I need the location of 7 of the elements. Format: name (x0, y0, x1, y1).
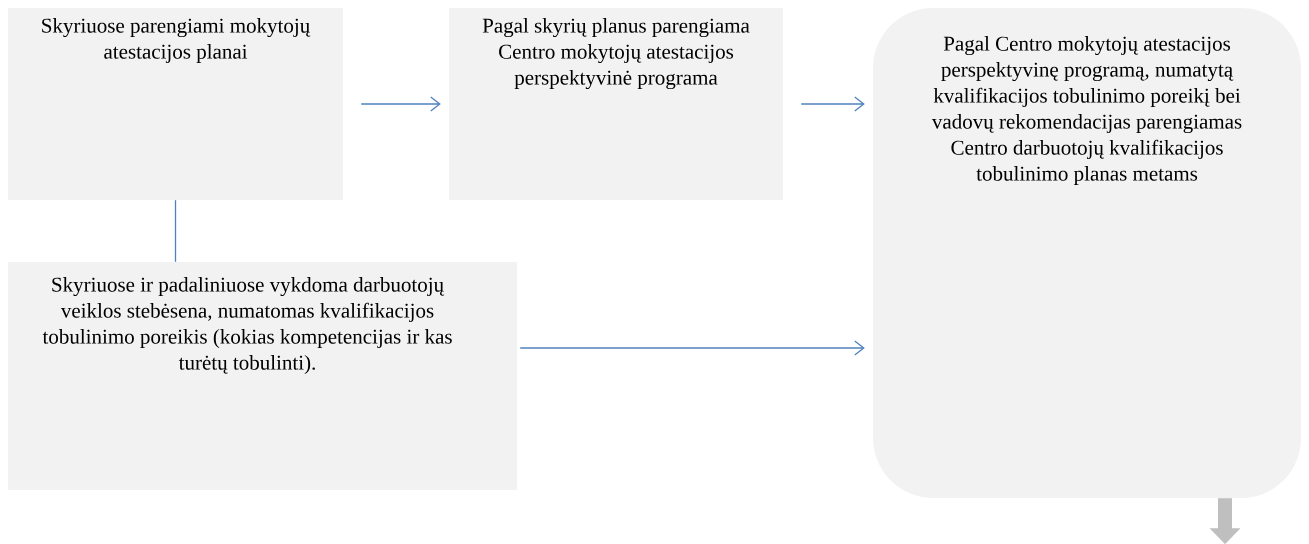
arrow (519, 340, 865, 356)
process-box: Pagal skyrių planus parengiama Centro mokytojų atestacijos perspektyvinė programa (449, 8, 783, 200)
process-box: Skyriuose parengiami mokytojų atestacijos planai (8, 8, 343, 200)
arrow (360, 96, 441, 112)
rounded-process-box: Pagal Centro mokytojų atestacijos perspektyvinę programą, numatytą kvalifikacijos tobulinimo poreikį bei vadovų rekomendacijas parengiamas Centro darbuotojų kvalifikacijos tobulinimo planas metams (873, 8, 1301, 498)
process-box: Skyriuose ir padaliniuose vykdoma darbuotojų veiklos stebėsena, numatomas kvalifikacijos tobulinimo poreikis (kokias kompetencijas ir kas turėtų tobulinti). (8, 262, 517, 490)
arrow (800, 96, 865, 112)
